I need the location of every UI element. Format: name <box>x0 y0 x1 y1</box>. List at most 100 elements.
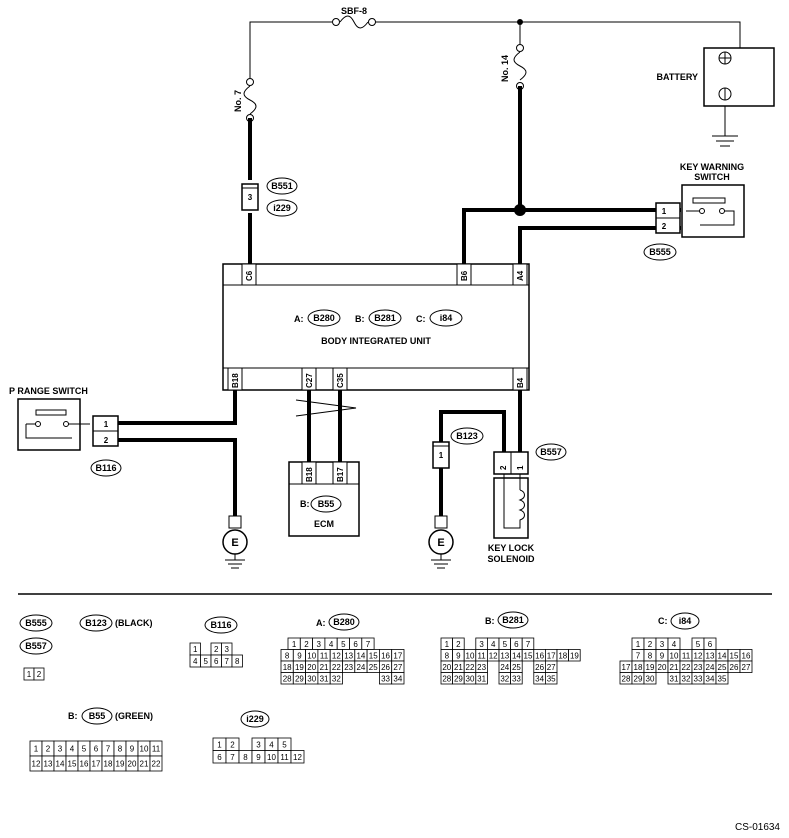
pin-number: 26 <box>381 663 390 672</box>
pin-number: 17 <box>622 663 631 672</box>
pin-number: 2 <box>214 645 219 654</box>
pin-number: 10 <box>140 745 149 754</box>
pin-cell <box>329 672 343 685</box>
pin-number: 23 <box>694 663 703 672</box>
ecm-name: ECM <box>314 519 334 529</box>
pin-number: 9 <box>297 651 302 660</box>
connector-b551-i229: 3 B551 i229 <box>241 177 298 217</box>
pin-number: 3 <box>58 745 63 754</box>
ecm-pin-b18: B18 <box>305 467 314 482</box>
pin-number: 26 <box>730 663 739 672</box>
thick-wires-bottom <box>118 390 522 516</box>
pin-number: 19 <box>570 651 579 660</box>
pin-cell <box>290 750 305 764</box>
pin-number: 24 <box>706 663 715 672</box>
legend-b557-tag: B557 <box>25 641 47 651</box>
b551-tag: B551 <box>271 181 293 191</box>
power-supply-line: SBF-8 No. 7 No. 14 <box>233 6 741 122</box>
pin-number: 31 <box>320 674 329 683</box>
pin-number: 11 <box>280 753 289 762</box>
pin-number: 16 <box>381 651 390 660</box>
pin-number: 20 <box>442 663 451 672</box>
pin-cell <box>33 667 45 681</box>
pin-number: 18 <box>283 663 292 672</box>
biu-name: BODY INTEGRATED UNIT <box>321 336 431 346</box>
pin-number: 13 <box>500 651 509 660</box>
ground-left: E <box>222 515 248 569</box>
pin-cell <box>739 660 753 673</box>
legend-i229-tag: i229 <box>246 714 264 724</box>
pin-number: 16 <box>742 651 751 660</box>
ecm: B18 B17 B: B55 ECM <box>288 461 360 537</box>
ecm-conn-tag: B55 <box>318 499 335 509</box>
legend-b280-tag: B280 <box>333 617 355 627</box>
kls-label-1: KEY LOCK <box>488 543 535 553</box>
key-warning-switch-label-1: KEY WARNING <box>680 162 744 172</box>
pin-cell <box>510 672 523 685</box>
pin-number: 7 <box>106 745 111 754</box>
pin-number: 1 <box>193 645 198 654</box>
pin-number: 1 <box>217 740 222 749</box>
pin-number: 2 <box>230 740 235 749</box>
pin-number: 19 <box>295 663 304 672</box>
ecm-pin-b17: B17 <box>336 467 345 482</box>
pin-number: 28 <box>283 674 292 683</box>
pin-number: 25 <box>512 663 521 672</box>
p-range-switch: P RANGE SWITCH 1 2 B116 <box>9 386 122 477</box>
pin-number: 24 <box>356 663 365 672</box>
pin-number: 22 <box>152 760 161 769</box>
ground-right-label: E <box>437 537 444 549</box>
pin-cell <box>391 672 405 685</box>
pin-cell <box>568 649 581 662</box>
legend-i84-tag: i84 <box>679 616 692 626</box>
pin-number: 14 <box>56 760 65 769</box>
pin-number: 28 <box>622 674 631 683</box>
pin-number: 19 <box>646 663 655 672</box>
pin-number: 11 <box>320 651 329 660</box>
pin-number: 27 <box>547 663 556 672</box>
pin-number: 21 <box>140 760 149 769</box>
pin-number: 29 <box>454 674 463 683</box>
pin-cell <box>715 672 729 685</box>
pin-number: 27 <box>742 663 751 672</box>
pin-number: 18 <box>558 651 567 660</box>
pin-cell <box>545 672 558 685</box>
legend-c-prefix: C: <box>658 616 668 626</box>
b123-pin-1: 1 <box>439 451 444 460</box>
pin-number: 12 <box>694 651 703 660</box>
biu-pin-b4: B4 <box>516 377 525 388</box>
pin-number: 32 <box>500 674 509 683</box>
b116-tag: B116 <box>95 463 116 473</box>
pin-number: 13 <box>44 760 53 769</box>
biu-pin-c35: C35 <box>336 373 345 388</box>
pin-number: 14 <box>356 651 365 660</box>
p-range-switch-label: P RANGE SWITCH <box>9 386 88 396</box>
pin-number: 23 <box>477 663 486 672</box>
battery-label: BATTERY <box>657 72 699 82</box>
fuse-sbf-8: SBF-8 <box>332 6 376 29</box>
pin-number: 15 <box>524 651 533 660</box>
legend-b55-prefix: B: <box>68 711 78 721</box>
pin-number: 2 <box>456 640 461 649</box>
kls-pin-2: 2 <box>499 465 508 470</box>
pin-number: 8 <box>243 753 248 762</box>
b123-tag: B123 <box>456 431 478 441</box>
pin-number: 20 <box>128 760 137 769</box>
biu-pin-c6: C6 <box>245 270 254 281</box>
kls-pin-1: 1 <box>516 465 525 470</box>
fuse-no-7-label: No. 7 <box>233 90 243 112</box>
biu-conn-a-tag: B280 <box>313 313 335 323</box>
pin-number: 34 <box>393 674 402 683</box>
pin-number: 16 <box>535 651 544 660</box>
pin-number: 8 <box>445 651 450 660</box>
pin-number: 35 <box>547 674 556 683</box>
fuse-no-14: No. 14 <box>500 22 527 90</box>
pin-number: 7 <box>225 657 230 666</box>
